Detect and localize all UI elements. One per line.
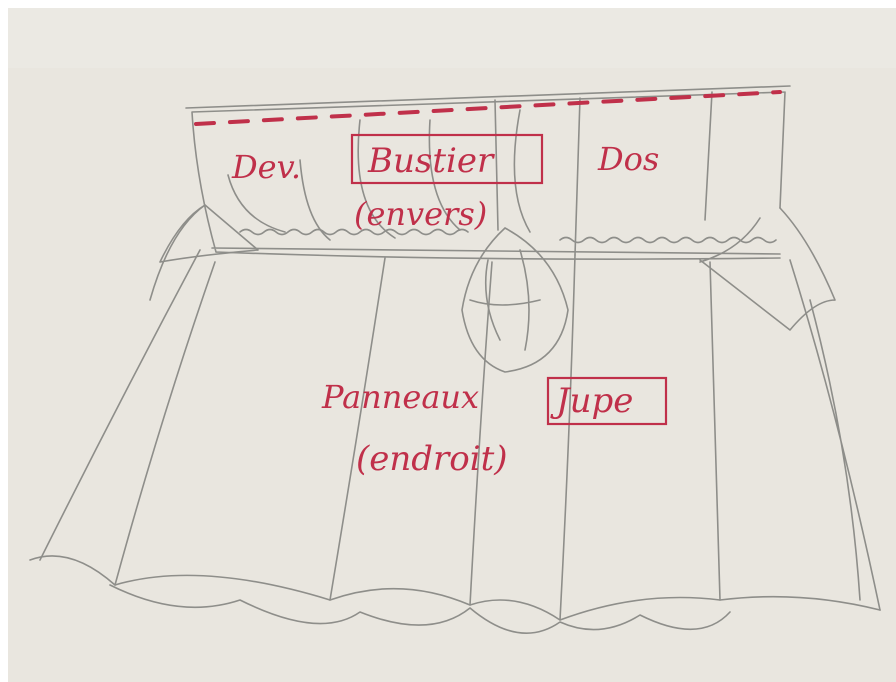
skirt-label: Jupe	[550, 381, 633, 421]
front-label: Dev.	[231, 148, 301, 186]
reverse-side-label: (envers)	[354, 195, 487, 233]
skirt-panels-label: Panneaux	[321, 378, 479, 416]
bodice-label: Bustier	[367, 141, 495, 181]
paper-top-shadow	[8, 8, 896, 68]
back-label: Dos	[597, 140, 659, 178]
right-side-label: (endroit)	[356, 439, 508, 479]
